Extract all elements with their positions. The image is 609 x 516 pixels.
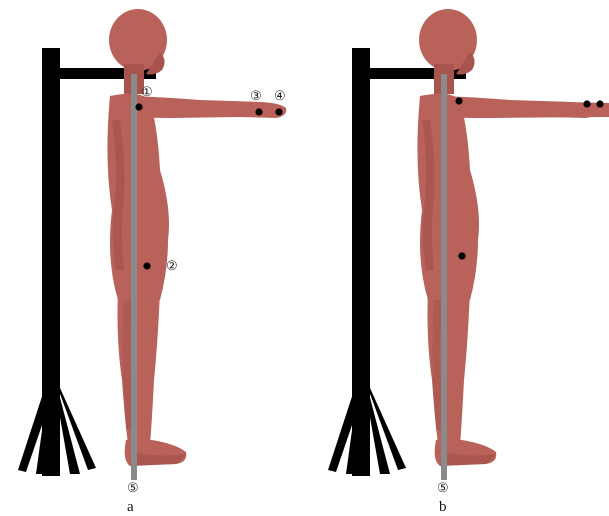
marker-label-hand: ④: [274, 89, 286, 104]
marker-label-floor: ⑤: [127, 481, 139, 496]
panel-a: ① ② ③ ④ ⑤ a: [18, 9, 286, 515]
marker-label-thigh: ②: [166, 259, 178, 274]
marker-dot-shoulder: [455, 97, 462, 104]
plumb-line: [131, 74, 137, 480]
marker-dot-hand: [596, 100, 603, 107]
marker-label-floor: ⑤: [437, 481, 449, 496]
panel-caption: b: [439, 499, 447, 515]
marker-dot-thigh: [458, 252, 465, 259]
marker-dot-wrist: [583, 100, 590, 107]
marker-dot-hand: [275, 108, 282, 115]
marker-dot-shoulder: [135, 103, 142, 110]
panel-caption: a: [127, 499, 134, 515]
marker-dot-wrist: [255, 108, 262, 115]
marker-label-wrist: ③: [250, 89, 262, 104]
panel-b: ⑤ b: [328, 9, 609, 515]
marker-dot-thigh: [143, 262, 150, 269]
plumb-line: [441, 74, 447, 480]
marker-label-shoulder: ①: [141, 85, 153, 100]
